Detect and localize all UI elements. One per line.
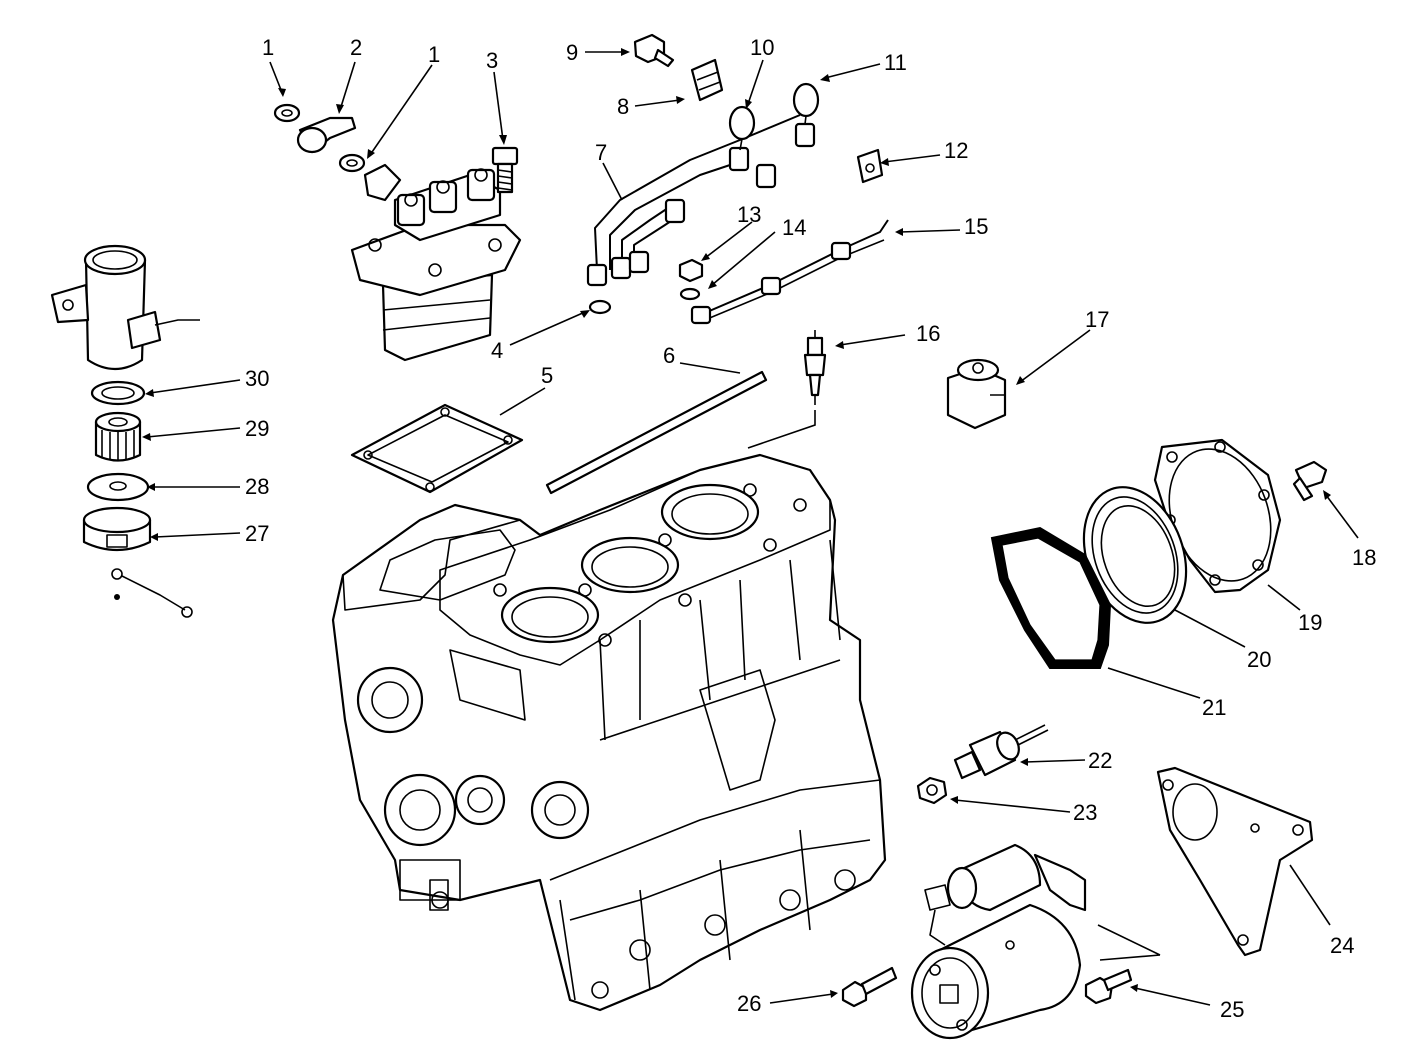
sensor-part-22 xyxy=(953,724,1049,780)
bolt-part-25 xyxy=(1084,968,1133,1005)
callout-14: 14 xyxy=(782,215,806,240)
clip-part-8 xyxy=(690,58,724,102)
nut-part-13 xyxy=(678,258,704,283)
callout-1-second: 1 xyxy=(428,42,440,67)
callout-12: 12 xyxy=(944,138,968,163)
banjo-fitting-parts xyxy=(273,103,366,173)
callout-7: 7 xyxy=(595,140,607,165)
callout-13: 13 xyxy=(737,202,761,227)
callout-4: 4 xyxy=(491,338,503,363)
callout-19: 19 xyxy=(1298,610,1322,635)
callout-3: 3 xyxy=(486,48,498,73)
callout-30: 30 xyxy=(245,366,269,391)
callout-28: 28 xyxy=(245,474,269,499)
callout-5: 5 xyxy=(541,363,553,388)
callout-16: 16 xyxy=(916,321,940,346)
callout-29: 29 xyxy=(245,416,269,441)
gasket-part-5 xyxy=(350,403,524,494)
callout-27: 27 xyxy=(245,521,269,546)
callout-1: 1 xyxy=(262,35,274,60)
bolt-part-9 xyxy=(633,33,675,68)
starter-motor xyxy=(910,843,1087,1040)
nut-part-23 xyxy=(916,776,948,805)
callout-23: 23 xyxy=(1073,800,1097,825)
callout-22: 22 xyxy=(1088,748,1112,773)
solenoid-part-17 xyxy=(946,358,1007,430)
callout-6: 6 xyxy=(663,343,675,368)
bolt-part-3 xyxy=(491,146,519,194)
callout-15: 15 xyxy=(964,214,988,239)
plug-part-18 xyxy=(1292,460,1328,502)
leader-lines xyxy=(142,48,1359,1006)
callout-21: 21 xyxy=(1202,695,1226,720)
injection-pump xyxy=(350,163,522,362)
callout-26: 26 xyxy=(737,991,761,1016)
gasket-strip-part-6 xyxy=(545,370,768,495)
washer-part-14 xyxy=(679,287,701,301)
washer-part-4 xyxy=(588,299,612,315)
gasket-part-21 xyxy=(990,526,1112,669)
callout-10: 10 xyxy=(750,35,774,60)
callout-2: 2 xyxy=(350,35,362,60)
callout-8: 8 xyxy=(617,94,629,119)
plate-part-24 xyxy=(1156,766,1314,957)
callout-18: 18 xyxy=(1352,545,1376,570)
callout-11: 11 xyxy=(884,50,907,75)
callout-24: 24 xyxy=(1330,933,1354,958)
callout-labels: 1 2 1 3 9 10 11 8 7 12 13 14 15 4 16 17 … xyxy=(245,35,1376,1022)
bracket-part-12 xyxy=(856,148,884,184)
glow-plug-part-16 xyxy=(747,330,827,449)
bolt-part-26 xyxy=(841,966,898,1008)
injection-pipes xyxy=(586,82,820,287)
oil-seal-retainer-part-19 xyxy=(1153,438,1282,594)
callout-17: 17 xyxy=(1085,307,1109,332)
callout-9: 9 xyxy=(566,40,578,65)
callout-25: 25 xyxy=(1220,997,1244,1022)
fuel-filter-assembly xyxy=(50,244,200,618)
cylinder-block xyxy=(331,453,887,1012)
callout-20: 20 xyxy=(1247,647,1271,672)
leak-off-pipe-part-15 xyxy=(690,219,889,325)
